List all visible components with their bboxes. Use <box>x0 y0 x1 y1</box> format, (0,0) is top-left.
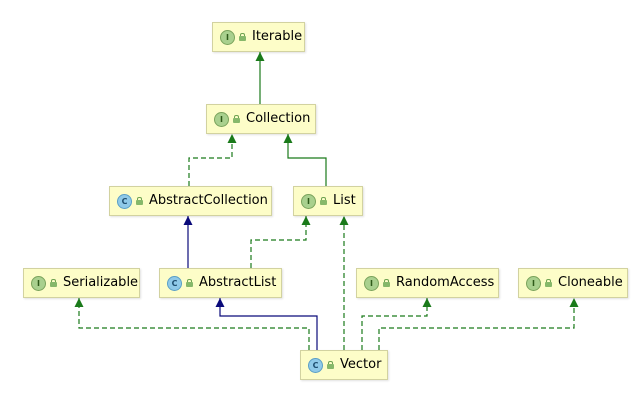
edge-abstractlist-to-list <box>250 216 311 268</box>
public-access-icon <box>50 279 57 287</box>
node-cloneable[interactable]: I Cloneable <box>518 268 628 298</box>
interface-icon: I <box>364 275 379 291</box>
node-label: Cloneable <box>558 275 623 290</box>
node-abstractcollection[interactable]: C AbstractCollection <box>109 186 272 216</box>
public-access-icon <box>239 33 246 41</box>
node-randomaccess[interactable]: I RandomAccess <box>356 268 499 298</box>
node-collection[interactable]: I Collection <box>206 104 316 134</box>
public-access-icon <box>136 197 143 205</box>
edge-list-to-collection <box>283 134 327 186</box>
edge-vector-to-abstractlist <box>215 298 318 350</box>
public-access-icon <box>383 279 390 287</box>
node-label: RandomAccess <box>396 275 495 290</box>
public-access-icon <box>327 361 334 369</box>
public-access-icon <box>233 115 240 123</box>
public-access-icon <box>186 279 193 287</box>
node-serializable[interactable]: I Serializable <box>23 268 140 298</box>
class-icon: C <box>308 357 323 373</box>
class-icon: C <box>167 275 182 291</box>
node-label: List <box>333 193 356 208</box>
interface-icon: I <box>220 29 235 45</box>
public-access-icon <box>320 197 327 205</box>
edge-vector-to-serializable <box>74 298 310 350</box>
interface-icon: I <box>526 275 541 291</box>
node-label: AbstractCollection <box>149 193 268 208</box>
edge-vector-to-cloneable <box>378 298 579 350</box>
edge-abstractcollection-to-collection <box>188 134 237 186</box>
node-abstractlist[interactable]: C AbstractList <box>159 268 282 298</box>
public-access-icon <box>545 279 552 287</box>
node-label: Iterable <box>252 29 303 44</box>
interface-icon: I <box>214 111 229 127</box>
node-label: Vector <box>340 357 382 372</box>
node-iterable[interactable]: I Iterable <box>212 22 305 52</box>
node-vector[interactable]: C Vector <box>300 350 388 380</box>
node-list[interactable]: I List <box>293 186 363 216</box>
interface-icon: I <box>31 275 46 291</box>
class-icon: C <box>117 193 132 209</box>
node-label: AbstractList <box>199 275 277 290</box>
interface-icon: I <box>301 193 316 209</box>
node-label: Collection <box>246 111 311 126</box>
node-label: Serializable <box>63 275 139 290</box>
edge-vector-to-randomaccess <box>361 298 432 350</box>
